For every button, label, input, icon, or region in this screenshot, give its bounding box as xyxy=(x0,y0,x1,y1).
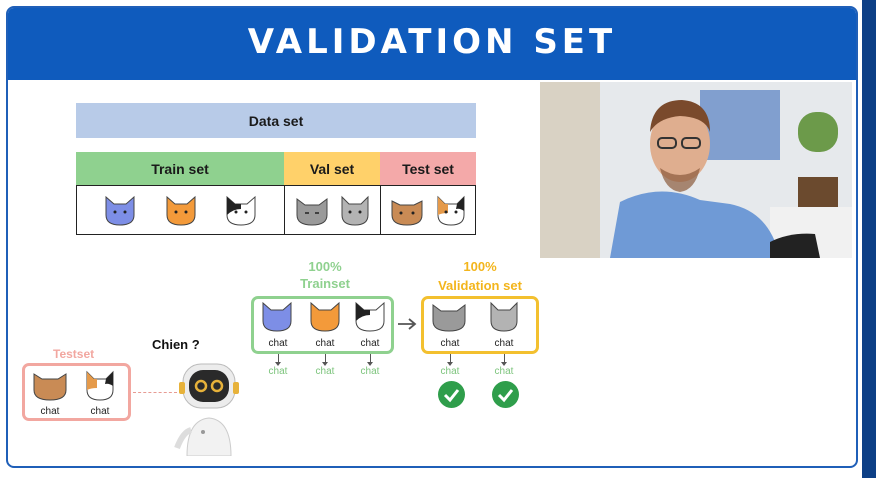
cat-icon xyxy=(310,301,340,332)
train-set-cells xyxy=(76,185,285,235)
cat-label: chat xyxy=(90,406,110,417)
test-set-cells xyxy=(380,185,476,235)
down-arrow xyxy=(275,354,281,366)
testset-label: Testset xyxy=(53,347,95,361)
presenter-image xyxy=(540,82,852,258)
check-icon xyxy=(438,381,465,408)
window-edge xyxy=(862,0,876,478)
val-set-header: Val set xyxy=(284,152,380,185)
trainset-label: Trainset xyxy=(300,276,350,291)
presenter-video xyxy=(540,82,852,258)
title-bar: VALIDATION SET xyxy=(8,8,856,80)
robot-icon xyxy=(174,363,239,456)
dataset-bar: Data set xyxy=(76,103,476,138)
prediction-label: chat xyxy=(315,366,335,377)
val-set-cells xyxy=(284,185,381,235)
slide-title: VALIDATION SET xyxy=(247,22,617,62)
cat-icon xyxy=(296,198,328,226)
cat-icon xyxy=(262,301,292,332)
cat-label: chat xyxy=(315,338,335,349)
cat-icon xyxy=(437,195,465,226)
trainset-percent: 100% xyxy=(308,259,342,274)
right-arrow-icon xyxy=(398,318,417,330)
cat-icon xyxy=(33,373,67,401)
cat-label: chat xyxy=(268,338,288,349)
cat-icon xyxy=(432,304,466,332)
cat-icon xyxy=(490,301,518,332)
prediction-label: chat xyxy=(494,366,514,377)
cat-icon xyxy=(226,195,256,226)
down-arrow xyxy=(322,354,328,366)
prediction-label: chat xyxy=(360,366,380,377)
cat-icon xyxy=(86,370,114,401)
cat-icon xyxy=(166,195,195,226)
cat-label: chat xyxy=(440,338,460,349)
cat-label: chat xyxy=(40,406,60,417)
prediction-label: chat xyxy=(440,366,460,377)
down-arrow xyxy=(501,354,507,366)
robot-question: Chien ? xyxy=(152,337,200,352)
cat-icon xyxy=(105,195,135,226)
cat-icon xyxy=(391,200,423,226)
cat-icon xyxy=(355,301,385,332)
train-set-header: Train set xyxy=(76,152,284,185)
check-icon xyxy=(492,381,519,408)
connector-line xyxy=(133,392,177,393)
down-arrow xyxy=(447,354,453,366)
cat-icon xyxy=(341,195,369,226)
prediction-label: chat xyxy=(268,366,288,377)
validation-percent: 100% xyxy=(463,259,497,274)
cat-label: chat xyxy=(494,338,514,349)
down-arrow xyxy=(367,354,373,366)
validation-label: Validation set xyxy=(438,278,522,293)
cat-label: chat xyxy=(360,338,380,349)
test-set-header: Test set xyxy=(380,152,476,185)
